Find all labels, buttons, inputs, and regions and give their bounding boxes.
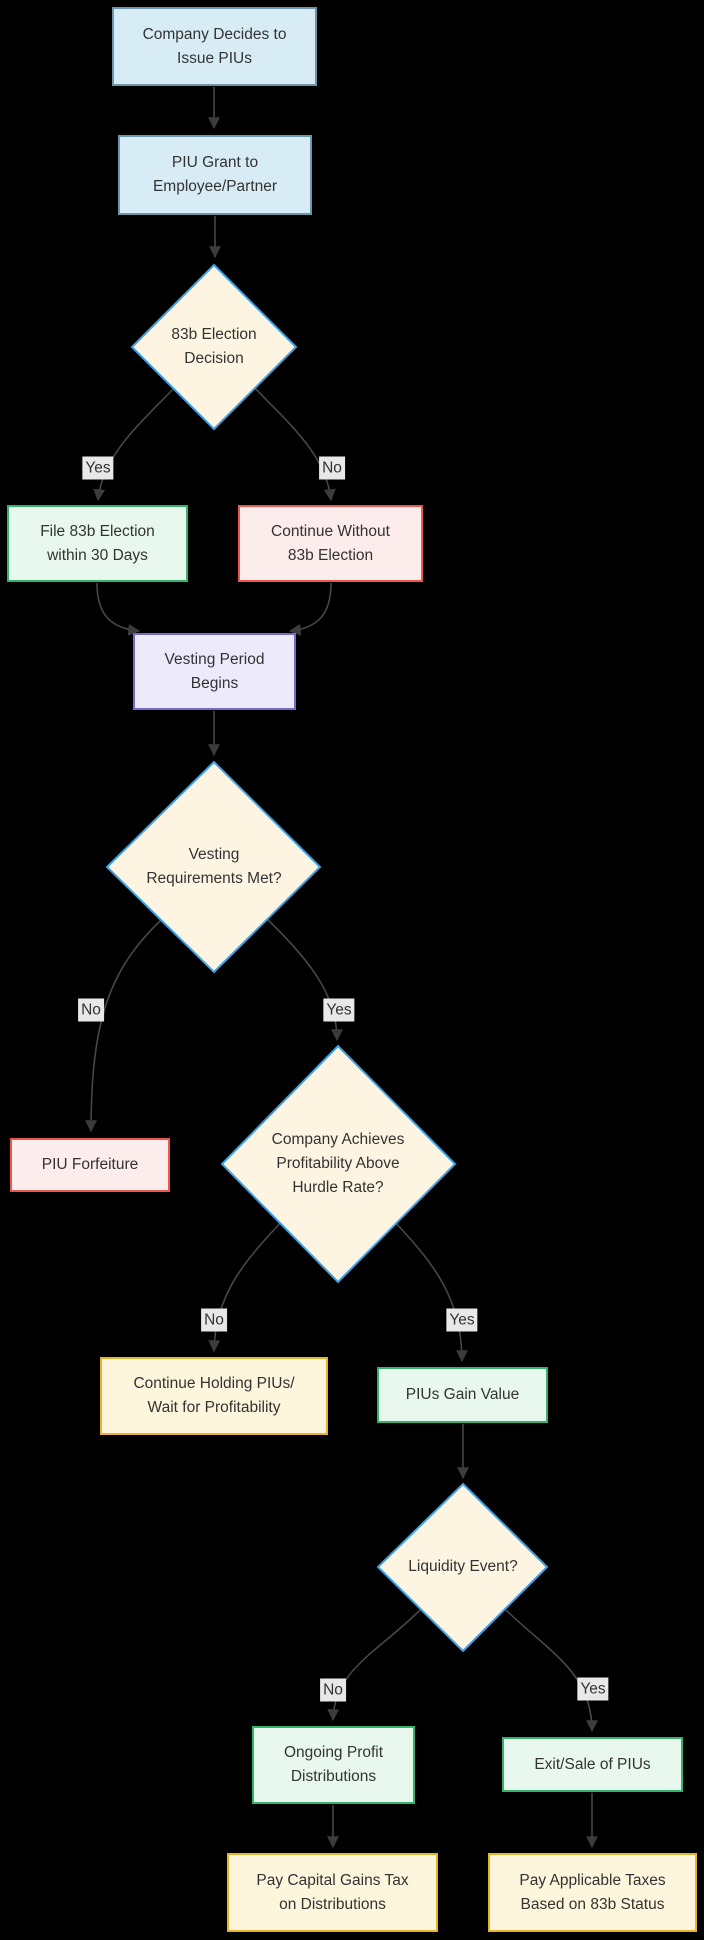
node-pay-capital-gains: Pay Capital Gains Tax on Distributions [227,1853,438,1932]
node-piu-forfeiture-label: PIU Forfeiture [41,1156,139,1173]
node-file-83b-label: File 83b Election within 30 Days [40,522,155,564]
edge-continue-to-vesting [288,582,332,636]
node-liquidity-event-shape [376,1482,549,1653]
node-continue-without-83b: Continue Without 83b Election [238,505,423,582]
node-83b-election-decision-shape [130,263,298,431]
edge-label-vestmet-no: No [78,998,104,1022]
node-profitability-hurdle-label: Company Achieves Profitability Above Hur… [271,1131,405,1196]
node-liquidity-event: Liquidity Event? [373,1547,553,1587]
edge-file83b-to-vesting [96,582,141,636]
node-company-decides-label: Company Decides to Issue PIUs [142,25,287,67]
node-pius-gain-value-label: PIUs Gain Value [405,1386,520,1403]
edge-vestmet-no-forfeiture [85,918,163,1133]
node-profitability-hurdle: Company Achieves Profitability Above Hur… [228,1104,448,1224]
node-83b-election-decision-label: 83b Election Decision [171,326,257,367]
node-continue-holding-label: Continue Holding PIUs/ Wait for Profitab… [133,1375,295,1416]
node-company-decides: Company Decides to Issue PIUs [112,7,317,86]
node-liquidity-event-label: Liquidity Event? [408,1558,518,1575]
edge-label-decision-no: No [319,456,345,480]
edge-decision-yes-file83b [93,385,177,502]
edge-label-hurdle-no: No [201,1308,227,1332]
node-exit-sale: Exit/Sale of PIUs [502,1737,683,1792]
edge-hurdle-yes-gainvalue [393,1220,468,1363]
node-continue-holding: Continue Holding PIUs/ Wait for Profitab… [100,1357,328,1435]
node-file-83b: File 83b Election within 30 Days [7,505,188,582]
node-pay-capital-gains-label: Pay Capital Gains Tax on Distributions [256,1871,409,1913]
edge-hurdle-no-holding [208,1219,284,1353]
edge-label-hurdle-yes: Yes [446,1308,478,1332]
node-vesting-requirements-shape [105,760,322,974]
node-piu-forfeiture: PIU Forfeiture [10,1138,170,1192]
edge-label-liquidity-no: No [320,1678,346,1702]
node-vesting-requirements-label: Vesting Requirements Met? [146,846,282,887]
node-83b-election-decision: 83b Election Decision [134,307,294,387]
node-pay-applicable-taxes: Pay Applicable Taxes Based on 83b Status [488,1853,697,1932]
node-ongoing-distributions-label: Ongoing Profit Distributions [283,1744,384,1785]
edge-vestmet-yes-hurdle [266,918,343,1042]
edge-liquidity-no-ongoing [327,1609,421,1722]
node-profitability-hurdle-shape [220,1044,457,1284]
node-pay-applicable-taxes-label: Pay Applicable Taxes Based on 83b Status [519,1871,666,1913]
node-continue-without-83b-label: Continue Without 83b Election [271,522,390,564]
edge-label-vestmet-yes: Yes [323,998,355,1022]
node-ongoing-distributions: Ongoing Profit Distributions [252,1726,415,1804]
node-piu-grant: PIU Grant to Employee/Partner [118,135,312,215]
edge-label-liquidity-yes: Yes [577,1677,609,1701]
node-vesting-requirements: Vesting Requirements Met? [104,827,324,907]
node-piu-grant-label: PIU Grant to Employee/Partner [152,154,278,195]
edge-decision-no-continue [252,385,336,502]
node-vesting-begins: Vesting Period Begins [133,633,296,710]
edge-liquidity-yes-exit [505,1609,598,1733]
edge-label-decision-yes: Yes [82,456,114,480]
node-vesting-begins-label: Vesting Period Begins [164,650,265,692]
node-exit-sale-label: Exit/Sale of PIUs [534,1755,651,1773]
node-pius-gain-value: PIUs Gain Value [377,1367,548,1423]
